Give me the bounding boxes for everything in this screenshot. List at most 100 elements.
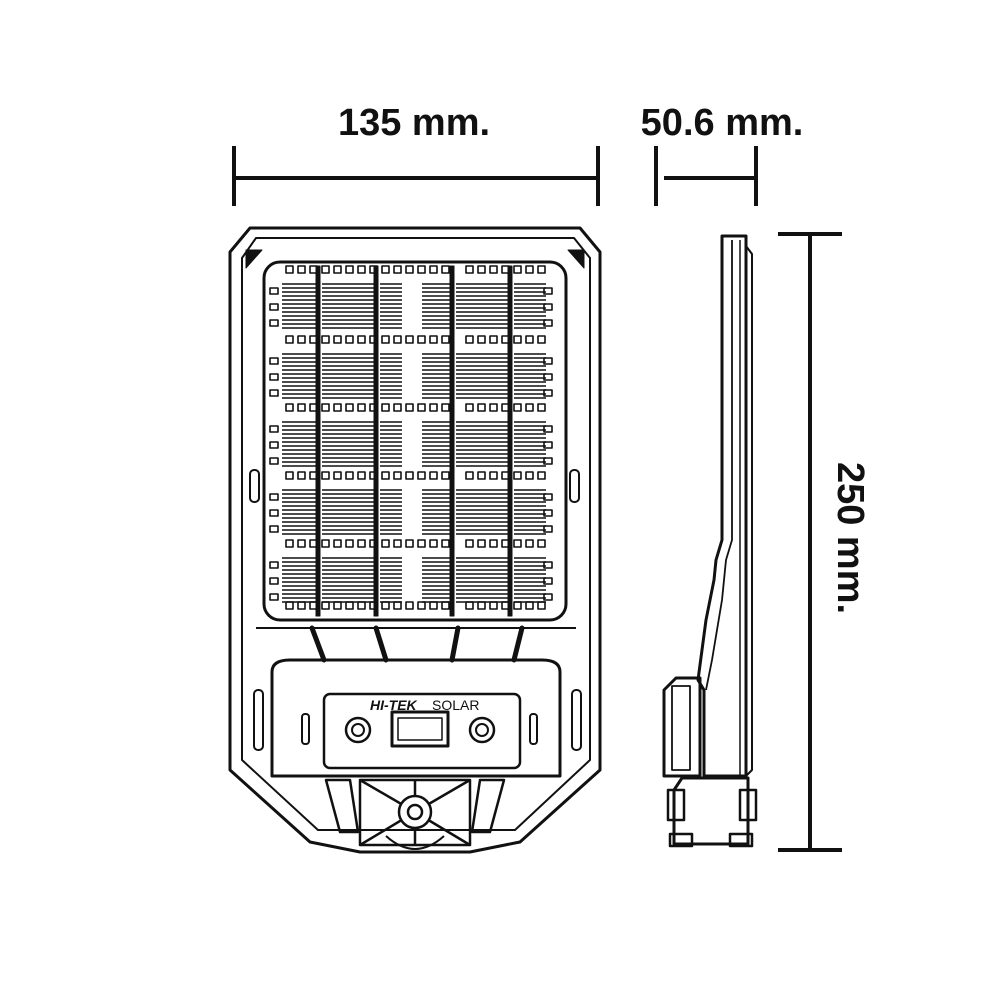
cell-marker xyxy=(285,471,294,480)
cell-marker xyxy=(357,471,366,480)
height-dimension-label: 250 mm. xyxy=(829,462,871,614)
corner-notch-left xyxy=(245,249,263,269)
cell-marker xyxy=(297,539,306,548)
cell-marker xyxy=(417,601,426,610)
cell-marker xyxy=(297,471,306,480)
cell-marker xyxy=(285,335,294,344)
cell-marker xyxy=(537,539,546,548)
cell-marker xyxy=(309,471,318,480)
cell-marker xyxy=(441,601,450,610)
cell-side-marker xyxy=(543,493,553,501)
display-screen xyxy=(390,710,450,748)
cell-marker xyxy=(333,265,342,274)
cell-marker xyxy=(477,403,486,412)
cell-marker xyxy=(405,601,414,610)
cell-side-marker xyxy=(543,357,553,365)
side-profile-outline xyxy=(696,234,748,778)
cell-marker xyxy=(321,335,330,344)
cell-marker xyxy=(489,601,498,610)
cell-marker xyxy=(381,265,390,274)
cell-side-marker xyxy=(269,525,279,533)
cell-marker xyxy=(393,335,402,344)
cell-marker xyxy=(501,403,510,412)
cell-marker xyxy=(513,471,522,480)
side-view xyxy=(662,234,758,848)
cell-side-marker xyxy=(269,389,279,397)
cell-marker xyxy=(369,471,378,480)
cell-marker xyxy=(465,539,474,548)
cell-marker xyxy=(297,335,306,344)
control-plate xyxy=(322,692,522,770)
cell-side-marker xyxy=(543,509,553,517)
lower-right-vent xyxy=(571,689,582,751)
cell-marker xyxy=(477,265,486,274)
side-mount-base xyxy=(672,776,750,846)
cell-marker xyxy=(513,403,522,412)
cell-marker xyxy=(429,601,438,610)
cell-marker xyxy=(369,403,378,412)
cell-marker xyxy=(309,335,318,344)
cell-side-marker xyxy=(543,441,553,449)
panel-clips xyxy=(309,625,525,663)
cell-marker xyxy=(381,471,390,480)
cell-marker xyxy=(525,471,534,480)
cell-marker xyxy=(465,335,474,344)
cell-side-marker xyxy=(269,373,279,381)
cell-marker xyxy=(489,539,498,548)
lower-body xyxy=(270,658,562,778)
cell-side-marker xyxy=(269,577,279,585)
cell-marker xyxy=(417,471,426,480)
cell-side-marker xyxy=(543,389,553,397)
cell-marker xyxy=(417,539,426,548)
cell-marker xyxy=(345,265,354,274)
cell-marker xyxy=(537,335,546,344)
cell-marker xyxy=(417,265,426,274)
side-bracket xyxy=(662,676,702,778)
lower-left-vent xyxy=(253,689,264,751)
cell-marker xyxy=(369,335,378,344)
cell-marker xyxy=(297,265,306,274)
cell-marker xyxy=(465,265,474,274)
cell-marker xyxy=(381,403,390,412)
cell-side-marker xyxy=(269,593,279,601)
cell-marker xyxy=(537,265,546,274)
sensor-left-icon xyxy=(344,716,372,744)
cell-marker xyxy=(405,335,414,344)
cell-marker xyxy=(489,335,498,344)
cell-marker xyxy=(477,539,486,548)
cell-side-marker xyxy=(269,425,279,433)
cell-marker xyxy=(525,335,534,344)
brand-name: HI-TEK xyxy=(370,697,418,713)
brand-subname: SOLAR xyxy=(432,697,479,713)
cell-marker xyxy=(513,335,522,344)
cell-side-marker xyxy=(269,457,279,465)
cell-side-marker xyxy=(269,303,279,311)
cell-marker xyxy=(285,601,294,610)
housing-inner-outline xyxy=(241,237,591,831)
depth-dimension-label: 50.6 mm. xyxy=(641,102,804,144)
panel-bus-bar xyxy=(373,265,379,617)
cell-marker xyxy=(429,265,438,274)
cell-marker xyxy=(369,601,378,610)
solar-panel-cells xyxy=(269,265,553,617)
cell-marker xyxy=(321,539,330,548)
cell-marker xyxy=(441,265,450,274)
cell-marker xyxy=(441,335,450,344)
cell-marker xyxy=(297,601,306,610)
cell-marker xyxy=(393,601,402,610)
cell-marker xyxy=(429,403,438,412)
cell-side-marker xyxy=(543,319,553,327)
cell-marker xyxy=(321,471,330,480)
cell-side-marker xyxy=(543,561,553,569)
corner-notch-right xyxy=(567,249,585,269)
cell-marker xyxy=(501,539,510,548)
cell-side-marker xyxy=(269,319,279,327)
cell-marker xyxy=(357,601,366,610)
cell-marker xyxy=(381,539,390,548)
cell-marker xyxy=(297,403,306,412)
cell-marker xyxy=(465,471,474,480)
cell-marker xyxy=(537,403,546,412)
cell-marker xyxy=(309,265,318,274)
cell-side-marker xyxy=(543,287,553,295)
cell-side-marker xyxy=(269,287,279,295)
